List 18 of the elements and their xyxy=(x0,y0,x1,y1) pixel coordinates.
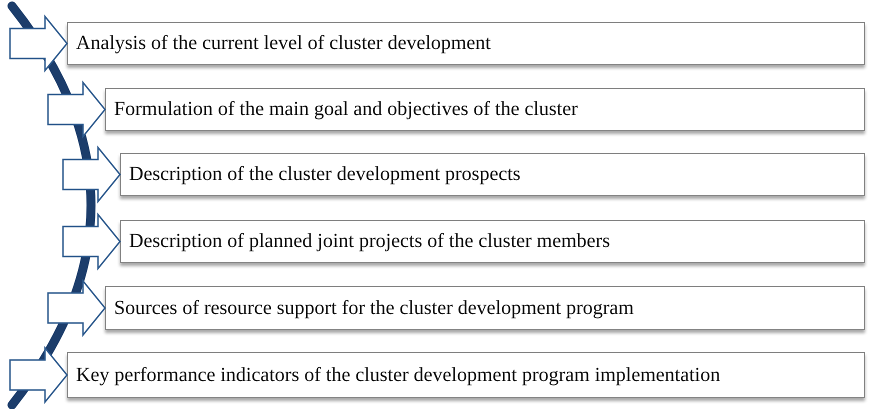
step-box xyxy=(105,88,865,131)
step-text: Description of the cluster development prospects xyxy=(129,164,521,185)
step-text: Sources of resource support for the cluster development program xyxy=(114,298,634,318)
step-box xyxy=(120,220,865,263)
step-text: Analysis of the current level of cluster development xyxy=(76,33,491,54)
block-arrow xyxy=(9,346,68,404)
step-box xyxy=(67,352,865,398)
step-text: Formulation of the main goal and objectives of the cluster xyxy=(114,99,578,120)
step-box xyxy=(120,153,865,196)
step-text: Key performance indicators of the cluster development program implementation xyxy=(76,364,720,386)
step-text: Description of planned joint projects of the cluster members xyxy=(129,231,610,252)
step-box xyxy=(105,286,865,330)
block-arrow xyxy=(62,145,121,204)
block-arrow xyxy=(62,212,121,271)
step-box xyxy=(67,22,865,65)
block-arrow xyxy=(9,14,68,73)
block-arrow xyxy=(47,278,106,338)
block-arrow xyxy=(47,80,106,139)
